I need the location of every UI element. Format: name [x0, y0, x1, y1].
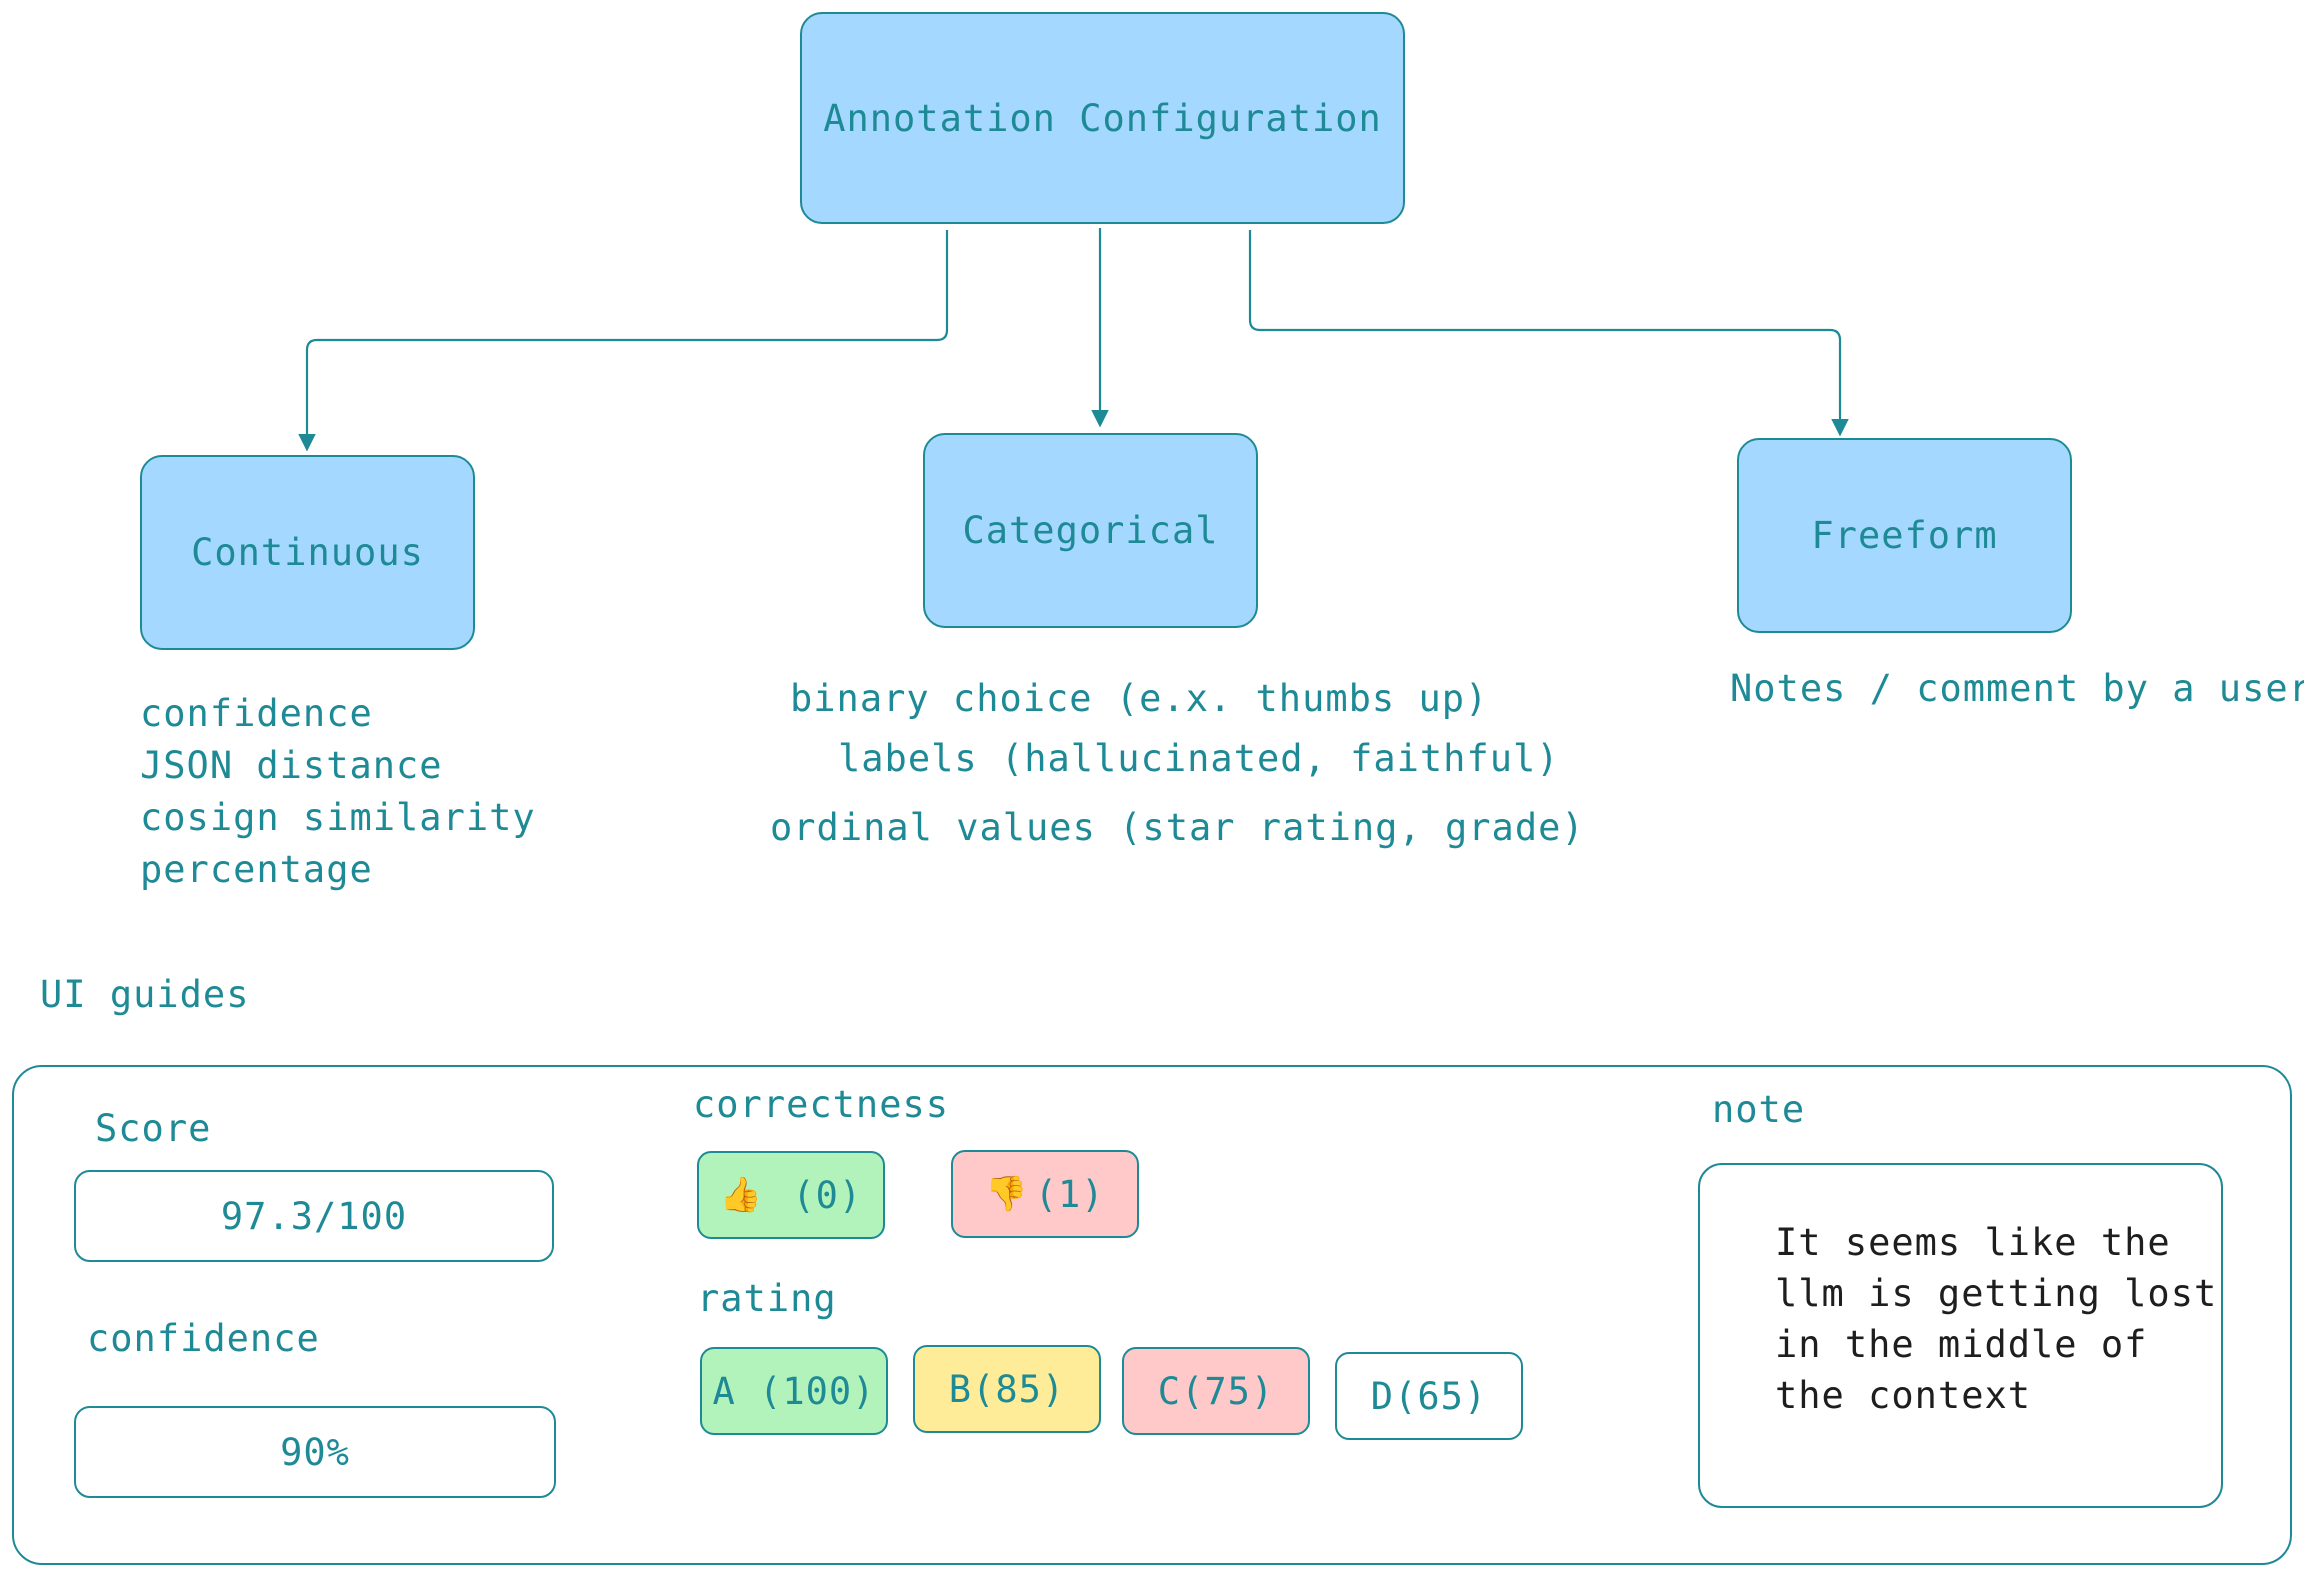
connector-root-to-continuous	[298, 230, 949, 452]
confidence-field[interactable]: 90%	[74, 1406, 556, 1498]
node-categorical: Categorical	[923, 433, 1258, 628]
score-field[interactable]: 97.3/100	[74, 1170, 554, 1262]
note-line: It seems like the	[1775, 1221, 2171, 1264]
rating-label: rating	[697, 1277, 837, 1320]
ui-guides-title: UI guides	[40, 973, 250, 1016]
note-line: llm is getting lost	[1775, 1272, 2218, 1315]
freeform-desc-item: Notes / comment by a user	[1730, 667, 2304, 710]
node-continuous: Continuous	[140, 455, 475, 650]
score-value: 97.3/100	[220, 1194, 408, 1238]
rating-chip-c-label: C(75)	[1157, 1369, 1275, 1413]
categorical-desc-item: labels (hallucinated, faithful)	[838, 737, 1560, 780]
thumbs-down-icon: 👎	[985, 1174, 1029, 1214]
thumbs-down-chip[interactable]: 👎 (1)	[951, 1150, 1139, 1238]
root-node-label: Annotation Configuration	[823, 96, 1382, 140]
confidence-label: confidence	[87, 1317, 320, 1360]
thumbs-up-count: (0)	[769, 1173, 863, 1217]
node-freeform-label: Freeform	[1811, 514, 1998, 557]
score-label: Score	[95, 1107, 212, 1150]
continuous-desc-item: confidence	[140, 692, 373, 735]
note-label: note	[1712, 1088, 1806, 1131]
rating-chip-d-label: D(65)	[1370, 1374, 1488, 1418]
thumbs-down-count: (1)	[1034, 1172, 1105, 1216]
rating-chip-c[interactable]: C(75)	[1122, 1347, 1310, 1435]
rating-chip-d[interactable]: D(65)	[1335, 1352, 1523, 1440]
thumbs-up-chip[interactable]: 👍 (0)	[697, 1151, 885, 1239]
rating-chip-b-label: B(85)	[948, 1367, 1066, 1411]
rating-chip-a-label: A (100)	[712, 1369, 876, 1413]
note-line: the context	[1775, 1374, 2032, 1417]
note-textarea[interactable]: It seems like the llm is getting lost in…	[1698, 1163, 2223, 1508]
connector-root-to-freeform	[1248, 230, 1849, 437]
root-node-annotation-configuration: Annotation Configuration	[800, 12, 1405, 224]
node-categorical-label: Categorical	[962, 509, 1219, 552]
correctness-label: correctness	[693, 1083, 950, 1126]
note-text: It seems like the llm is getting lost in…	[1775, 1217, 2217, 1421]
thumbs-up-icon: 👍	[719, 1175, 764, 1215]
ui-guides-panel	[12, 1065, 2292, 1565]
categorical-desc-item: binary choice (e.x. thumbs up)	[790, 677, 1489, 720]
rating-chip-a[interactable]: A (100)	[700, 1347, 888, 1435]
continuous-desc-item: percentage	[140, 848, 373, 891]
note-line: in the middle of	[1775, 1323, 2148, 1366]
continuous-descriptions: confidence JSON distance cosign similari…	[140, 688, 536, 896]
rating-chip-b[interactable]: B(85)	[913, 1345, 1101, 1433]
node-continuous-label: Continuous	[191, 531, 424, 574]
categorical-desc-item: ordinal values (star rating, grade)	[770, 806, 1585, 849]
continuous-desc-item: JSON distance	[140, 744, 443, 787]
continuous-desc-item: cosign similarity	[140, 796, 536, 839]
node-freeform: Freeform	[1737, 438, 2072, 633]
confidence-value: 90%	[280, 1430, 350, 1474]
